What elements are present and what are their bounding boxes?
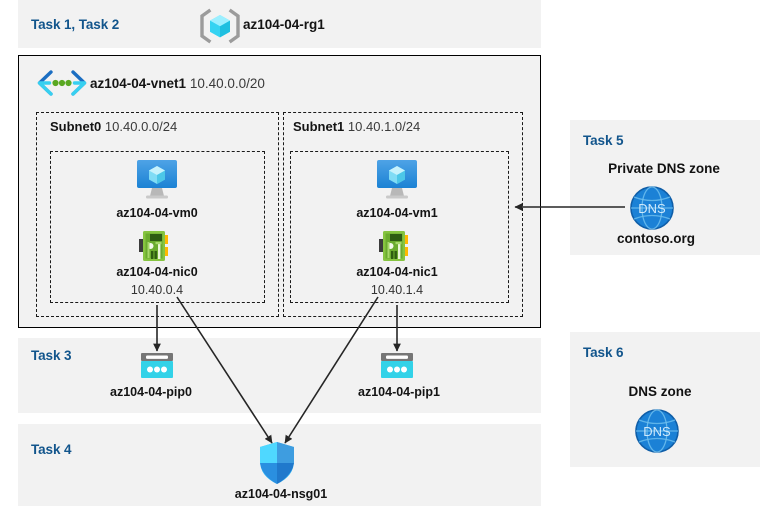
dns-zone-icon: DNS bbox=[634, 408, 680, 454]
virtual-machine-icon bbox=[133, 158, 181, 200]
virtual-machine-icon bbox=[373, 158, 421, 200]
resource-group-header-panel bbox=[18, 0, 541, 48]
network-interface-icon bbox=[138, 229, 176, 263]
resource-group-icon bbox=[199, 8, 241, 44]
private-dns-heading: Private DNS zone bbox=[608, 161, 720, 176]
vnet-name: az104-04-vnet1 bbox=[90, 76, 187, 91]
subnet1-name: Subnet1 bbox=[293, 119, 345, 134]
subnet0-title: Subnet0 10.40.0.0/24 bbox=[50, 119, 177, 134]
nsg-label: az104-04-nsg01 bbox=[234, 487, 328, 501]
subnet1-title: Subnet1 10.40.1.0/24 bbox=[293, 119, 420, 134]
subnet0-name: Subnet0 bbox=[50, 119, 102, 134]
public-ip-address-icon bbox=[138, 351, 176, 381]
vm0-label: az104-04-vm0 bbox=[116, 206, 198, 220]
public-dns-heading: DNS zone bbox=[628, 384, 692, 399]
nic0-label: az104-04-nic0 bbox=[116, 265, 198, 279]
public-ip-panel bbox=[18, 338, 541, 413]
task-label-6: Task 6 bbox=[583, 345, 624, 360]
task-label-1-2: Task 1, Task 2 bbox=[31, 17, 120, 32]
nic1-ip: 10.40.1.4 bbox=[370, 283, 424, 297]
network-interface-icon bbox=[378, 229, 416, 263]
nic0-ip: 10.40.0.4 bbox=[130, 283, 184, 297]
nic1-label: az104-04-nic1 bbox=[356, 265, 438, 279]
vnet-panel bbox=[18, 55, 541, 328]
resource-group-name-text: az104-04-rg1 bbox=[243, 17, 325, 32]
subnet1-inner-box bbox=[290, 151, 509, 303]
dns-zone-icon: DNS bbox=[629, 185, 675, 231]
vm1-label: az104-04-vm1 bbox=[356, 206, 438, 220]
pip1-label: az104-04-pip1 bbox=[358, 385, 440, 399]
virtual-network-icon bbox=[36, 70, 88, 96]
subnet1-box bbox=[283, 112, 523, 317]
vnet-cidr: 10.40.0.0/20 bbox=[189, 76, 265, 91]
svg-text:DNS: DNS bbox=[643, 424, 671, 439]
public-ip-address-icon bbox=[378, 351, 416, 381]
private-dns-panel bbox=[570, 120, 760, 255]
subnet0-cidr: 10.40.0.0/24 bbox=[104, 119, 178, 134]
pip0-label: az104-04-pip0 bbox=[110, 385, 192, 399]
task-label-4: Task 4 bbox=[31, 442, 72, 457]
subnet1-cidr: 10.40.1.0/24 bbox=[347, 119, 421, 134]
task-label-5: Task 5 bbox=[583, 133, 624, 148]
vnet-title: az104-04-vnet1 10.40.0.0/20 bbox=[90, 76, 265, 91]
svg-text:DNS: DNS bbox=[638, 201, 666, 216]
network-security-group-icon bbox=[258, 441, 296, 485]
resource-group-name: az104-04-rg1 bbox=[243, 17, 325, 32]
private-dns-zone-name: contoso.org bbox=[617, 231, 695, 246]
subnet0-inner-box bbox=[50, 151, 265, 303]
task-label-3: Task 3 bbox=[31, 348, 72, 363]
